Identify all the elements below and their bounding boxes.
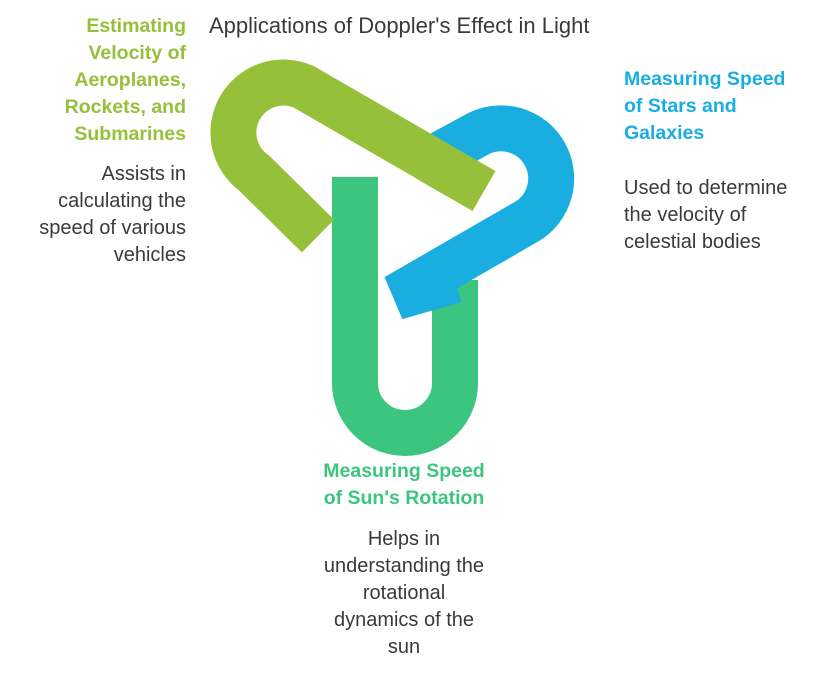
stars-description: Used to determine the velocity of celest… <box>624 177 788 253</box>
aeroplanes-heading: Estimating Velocity of Aeroplanes, Rocke… <box>64 15 186 145</box>
lime-loop <box>210 59 496 253</box>
green-loop <box>332 177 478 456</box>
stars-heading: Measuring Speed of Stars and Galaxies <box>624 68 786 144</box>
sun-description: Helps in understanding the rotational dy… <box>323 528 485 658</box>
diagram-title: Applications of Doppler's Effect in Ligh… <box>209 13 590 38</box>
blue-loop <box>384 105 575 320</box>
sun-heading: Measuring Speed of Sun's Rotation <box>323 460 485 509</box>
aeroplanes-description: Assists in calculating the speed of vari… <box>39 163 186 266</box>
